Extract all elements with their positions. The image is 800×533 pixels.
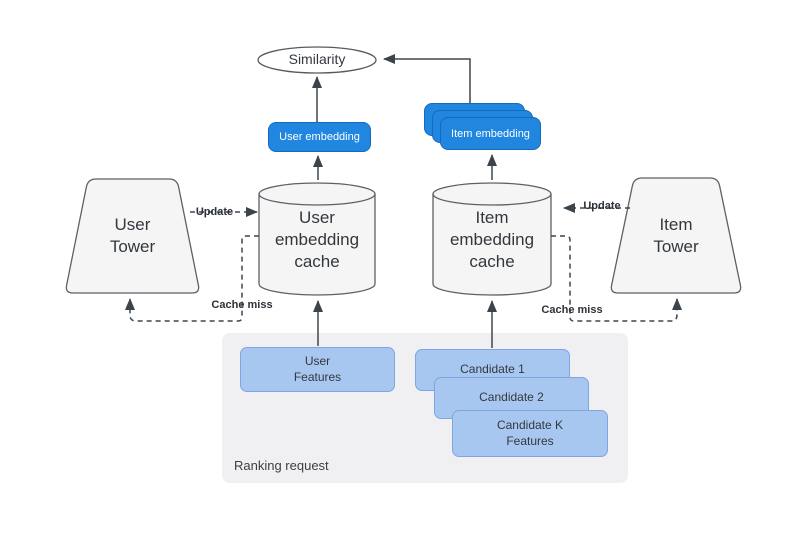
- item-cache-cylinder: [432, 182, 552, 296]
- edge-cache-miss-left: [125, 235, 259, 322]
- item-cache-label: Item embedding cache: [449, 208, 535, 271]
- similarity-label: Similarity: [288, 51, 346, 68]
- user-cache-label: User embedding cache: [274, 208, 360, 271]
- edge-item-embedding-to-similarity: [383, 54, 471, 104]
- user-tower-shape: [65, 178, 200, 294]
- item-tower-label: Item Tower: [653, 214, 699, 256]
- item-embedding-badge: Item embedding: [440, 117, 541, 150]
- user-features-box: User Features: [240, 347, 395, 392]
- cache-miss-left-label: Cache miss: [211, 299, 273, 311]
- user-cache-cylinder-rim: [258, 193, 376, 206]
- update-right-label: Update: [583, 200, 621, 212]
- user-embedding-badge: User embedding: [268, 122, 371, 152]
- candidate-k-box: Candidate K Features: [452, 410, 608, 457]
- user-tower-label: User Tower: [109, 215, 156, 256]
- item-cache-cylinder-rim: [432, 193, 552, 206]
- edge-cache-miss-right: [551, 235, 682, 322]
- user-cache-cylinder: [258, 182, 376, 296]
- update-left-label: Update: [195, 206, 234, 218]
- ranking-request-label: Ranking request: [234, 458, 329, 473]
- cache-miss-right-label: Cache miss: [541, 304, 603, 316]
- similarity-ellipse: [257, 46, 377, 74]
- item-tower-shape: [610, 177, 742, 294]
